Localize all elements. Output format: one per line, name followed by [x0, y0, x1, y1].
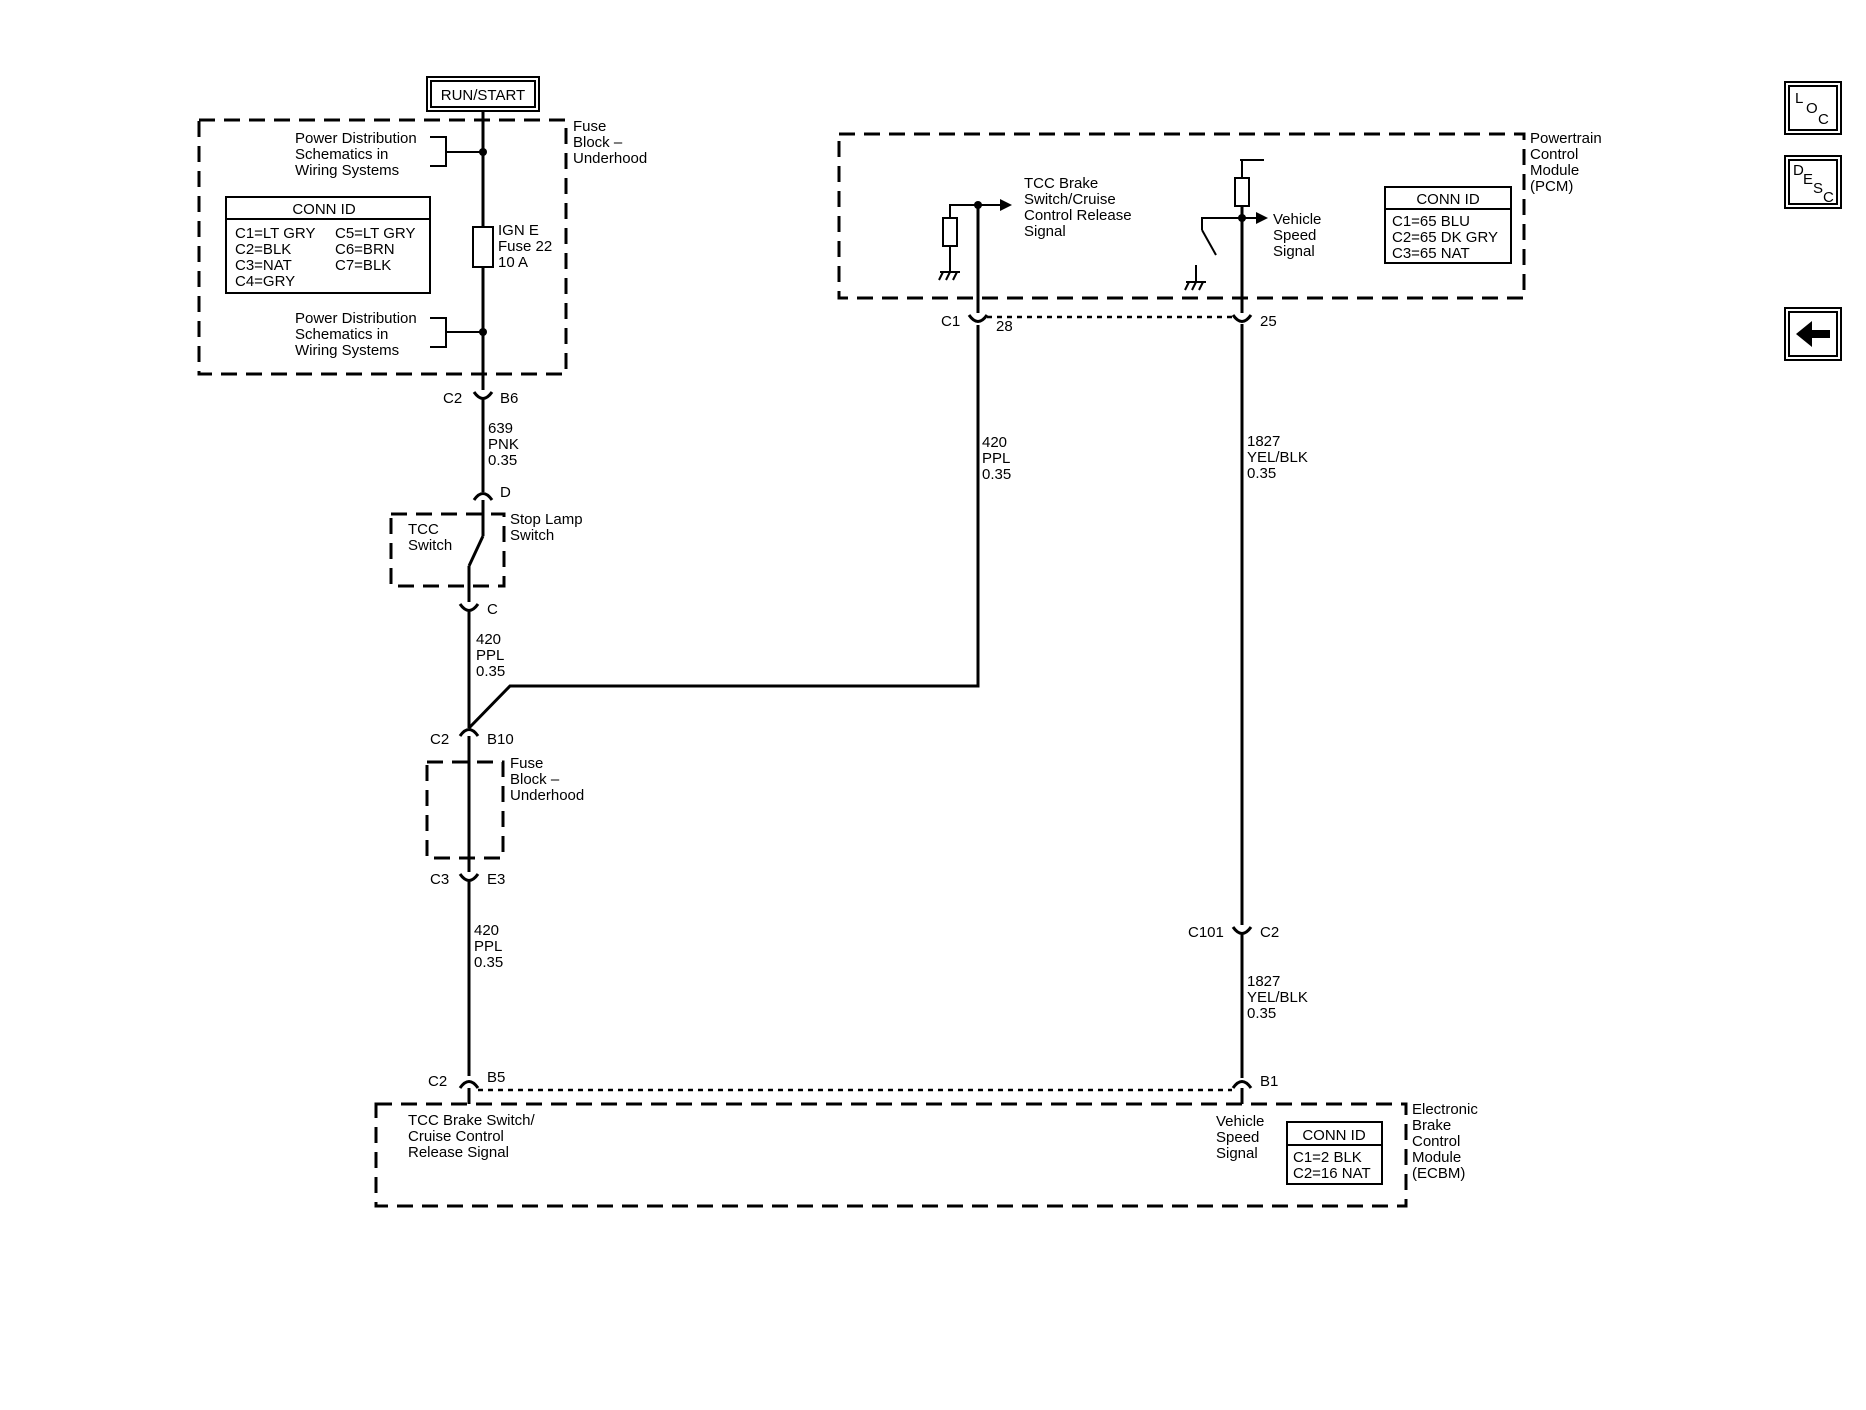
- svg-text:C3=65 NAT: C3=65 NAT: [1392, 245, 1470, 262]
- tcc-switch-label: TCC Switch: [408, 521, 452, 554]
- connector-c1-28: C1 28: [941, 298, 1013, 335]
- svg-text:S: S: [1813, 180, 1823, 197]
- connector-c2-b6: C2 B6: [443, 374, 518, 407]
- svg-text:CONN ID: CONN ID: [1416, 191, 1480, 208]
- pullup-resistor-icon: [942, 217, 958, 247]
- stop-lamp-switch-label: Stop Lamp Switch: [510, 511, 587, 544]
- svg-text:C4=GRY: C4=GRY: [235, 273, 295, 290]
- fuse-block-top-outline: [197, 118, 568, 376]
- wire-1827-b-label: 1827 YEL/BLK 0.35: [1247, 973, 1312, 1022]
- fuse-label: IGN E Fuse 22 10 A: [498, 222, 556, 271]
- svg-text:B10: B10: [487, 731, 514, 748]
- ecbm-vss-signal-label: Vehicle Speed Signal: [1216, 1113, 1269, 1162]
- connector-b1: B1: [1231, 1073, 1278, 1104]
- back-arrow-icon: [1796, 321, 1830, 347]
- switch-contact-icon: [467, 535, 485, 567]
- svg-text:D: D: [1793, 162, 1804, 179]
- ecbm-tcc-signal-label: TCC Brake Switch/ Cruise Control Release…: [408, 1112, 539, 1161]
- vss-arrow-icon: [1256, 212, 1268, 224]
- svg-text:C1: C1: [941, 313, 960, 330]
- svg-text:25: 25: [1260, 313, 1277, 330]
- wire-420-a-label: 420 PPL 0.35: [476, 631, 508, 680]
- svg-text:C2=16 NAT: C2=16 NAT: [1293, 1165, 1371, 1182]
- svg-text:C2: C2: [430, 731, 449, 748]
- run-start-label: RUN/START: [426, 76, 540, 112]
- svg-text:B1: B1: [1260, 1073, 1278, 1090]
- svg-text:C3: C3: [430, 871, 449, 888]
- ground-icon: [938, 271, 960, 281]
- svg-text:E: E: [1803, 171, 1813, 188]
- pd-ref-1: Power Distribution Schematics in Wiring …: [295, 130, 421, 179]
- svg-text:28: 28: [996, 318, 1013, 335]
- signal-arrow-icon: [1000, 199, 1012, 211]
- connector-c: C: [458, 586, 498, 618]
- svg-text:E3: E3: [487, 871, 505, 888]
- conn-id-ecbm: CONN ID C1=2 BLK C2=16 NAT: [1286, 1121, 1383, 1185]
- connector-25: 25: [1231, 298, 1277, 330]
- connector-c101-c2: C101 C2: [1188, 910, 1279, 941]
- pd-ref-2: Power Distribution Schematics in Wiring …: [295, 310, 421, 359]
- svg-text:C2: C2: [443, 390, 462, 407]
- pcm-vss-signal-label: Vehicle Speed Signal: [1273, 211, 1326, 260]
- svg-text:CONN ID: CONN ID: [292, 201, 356, 218]
- connector-c2-b5: C2 B5: [428, 1069, 505, 1104]
- fuse-block-mid-outline: [425, 760, 505, 860]
- conn-id-pcm: CONN ID C1=65 BLU C2=65 DK GRY C3=65 NAT: [1384, 186, 1512, 264]
- wire-420-b-label: 420 PPL 0.35: [474, 922, 506, 971]
- ecbm-label: Electronic Brake Control Module (ECBM): [1412, 1101, 1482, 1182]
- fuse-block-mid-label: Fuse Block – Underhood: [510, 755, 584, 804]
- wire-420-c-label: 420 PPL 0.35: [982, 434, 1014, 483]
- wire-1827-a-label: 1827 YEL/BLK 0.35: [1247, 433, 1312, 482]
- svg-text:CONN ID: CONN ID: [1302, 1127, 1366, 1144]
- svg-text:C: C: [1818, 111, 1829, 128]
- stop-lamp-switch-outline: [389, 512, 506, 588]
- connector-c2-b10: C2 B10: [430, 728, 514, 762]
- pcm-tcc-signal-label: TCC Brake Switch/Cruise Control Release …: [1024, 175, 1136, 240]
- connector-c3-e3: C3 E3: [430, 856, 505, 888]
- svg-text:B5: B5: [487, 1069, 505, 1086]
- svg-text:C1=65 BLU: C1=65 BLU: [1392, 213, 1470, 230]
- ecbm-outline: [374, 1102, 1408, 1208]
- svg-text:C2: C2: [428, 1073, 447, 1090]
- connector-d: D: [472, 484, 511, 516]
- svg-text:C2=65 DK GRY: C2=65 DK GRY: [1392, 229, 1498, 246]
- back-button[interactable]: [1784, 307, 1842, 361]
- vss-resistor-icon: [1234, 177, 1250, 207]
- fuse-icon: [472, 226, 494, 268]
- svg-text:C: C: [1823, 189, 1834, 206]
- svg-text:L: L: [1795, 90, 1803, 107]
- svg-text:C1=2 BLK: C1=2 BLK: [1293, 1149, 1362, 1166]
- svg-text:O: O: [1806, 100, 1818, 117]
- svg-text:C101: C101: [1188, 924, 1224, 941]
- pcm-label: Powertrain Control Module (PCM): [1530, 130, 1606, 195]
- vss-ground-icon: [1184, 281, 1206, 291]
- desc-button[interactable]: D E S C: [1784, 155, 1842, 209]
- loc-button[interactable]: L O C: [1784, 81, 1842, 135]
- fuse-block-top-label: Fuse Block – Underhood: [573, 118, 647, 167]
- wire-639-label: 639 PNK 0.35: [488, 420, 523, 469]
- vss-switch-icon: [1201, 229, 1217, 256]
- svg-text:RUN/START: RUN/START: [441, 87, 525, 104]
- svg-text:C: C: [487, 601, 498, 618]
- svg-text:D: D: [500, 484, 511, 501]
- pcm-outline: [837, 132, 1526, 300]
- svg-text:C2: C2: [1260, 924, 1279, 941]
- svg-text:B6: B6: [500, 390, 518, 407]
